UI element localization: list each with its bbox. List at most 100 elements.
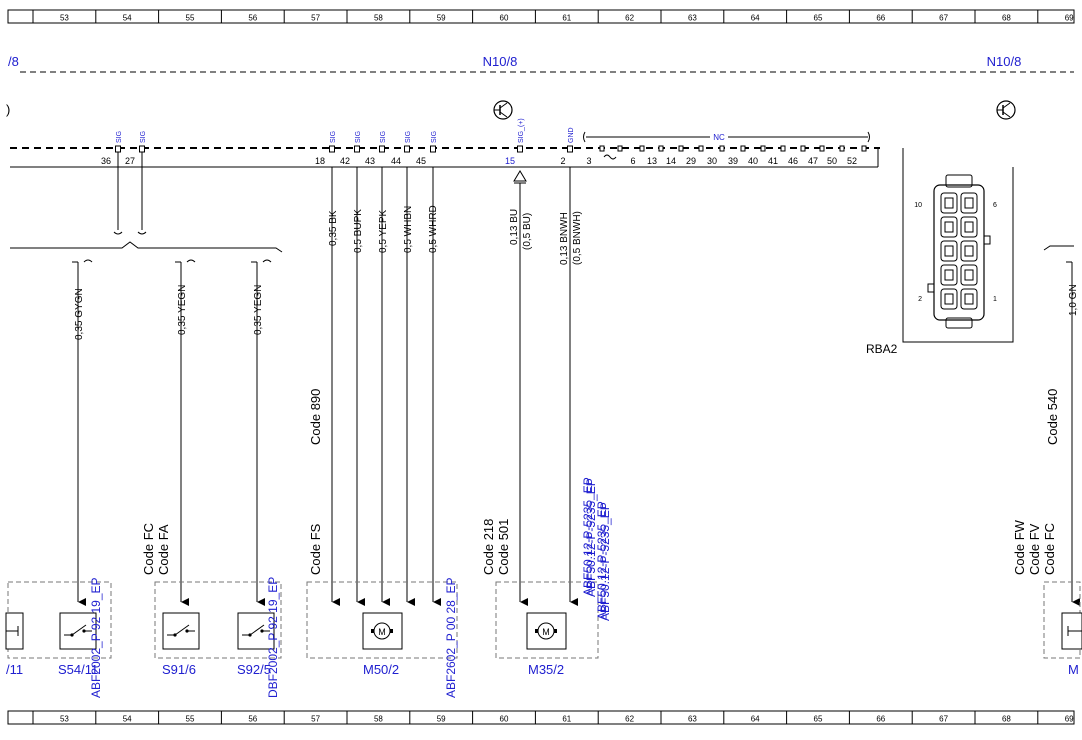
- wire-label: 0,5 YEPK: [378, 209, 389, 253]
- wire-label: 0,35 YEGN: [177, 285, 188, 335]
- rba2-cavity: [940, 264, 958, 286]
- wire-label: (0,5 BNWH): [572, 211, 583, 265]
- reference-link[interactable]: ABF50.12-P-5235_EP: [598, 502, 612, 621]
- svg-text:M: M: [542, 627, 550, 637]
- code-label: Code FS: [308, 523, 323, 575]
- harness-brace-right: [1043, 245, 1074, 251]
- module-label-left: /8: [8, 54, 19, 69]
- pin-tag: [404, 145, 410, 153]
- wire-label: 0,13 BU: [509, 209, 520, 245]
- wire-break-icon: [113, 231, 147, 235]
- ruler-label: 57: [311, 14, 320, 23]
- wire-bundle: [72, 167, 1080, 606]
- pin-signal-label: SIG: [380, 131, 387, 143]
- nc-pin-tag: [800, 145, 806, 152]
- ruler-label: 54: [123, 14, 132, 23]
- ruler-label: 54: [123, 715, 132, 724]
- pin-number: 15: [505, 156, 515, 166]
- nc-pin-tag: [658, 145, 664, 152]
- code-labels: Code 890 Code 540 Code FC Code FA Code F…: [141, 389, 1060, 575]
- rba2-connector: 10 6 2 1 RBA2: [866, 148, 1014, 356]
- rba2-pin-label: 6: [993, 202, 997, 209]
- wire-label: 0,5 BUPK: [353, 209, 364, 253]
- ruler-label: 59: [437, 14, 446, 23]
- reference-link[interactable]: DBF2002_P 92 19_EP: [266, 577, 280, 698]
- code-label: Code 890: [308, 389, 323, 445]
- rba2-cavity-inner: [964, 245, 974, 257]
- wire-break-icon: [175, 259, 196, 263]
- wire-label: (0,5 BU): [522, 213, 533, 250]
- pin-number: 36: [101, 156, 111, 166]
- rba2-cavity-inner: [944, 221, 954, 233]
- pin-number: 52: [847, 156, 857, 166]
- svg-text:M: M: [378, 627, 386, 637]
- nc-pin-tag: [599, 145, 605, 152]
- pin-number: 13: [647, 156, 657, 166]
- code-label: Code FC: [141, 523, 156, 575]
- pin-number: 50: [827, 156, 837, 166]
- component-labels: /11 S54/11 S91/6 S92/5 M50/2 M35/2 M: [6, 662, 1079, 677]
- component-label: S92/5: [237, 662, 271, 677]
- switch-icon: [1061, 612, 1082, 650]
- code-label: Code 218: [481, 519, 496, 575]
- ruler-label: 57: [311, 715, 320, 724]
- ruler-label: 65: [814, 14, 823, 23]
- reference-link[interactable]: ABF2602_P 00 28_EP: [444, 577, 458, 698]
- pin-tag: [115, 145, 121, 153]
- pin-number: 46: [788, 156, 798, 166]
- wire-labels: 0,35 BK 0,5 BUPK 0,5 YEPK 0,5 WHBN 0,5 W…: [74, 205, 1079, 340]
- code-label: Code FW: [1012, 519, 1027, 575]
- nc-pin-tag: [678, 145, 684, 152]
- diode-icon: [513, 170, 527, 184]
- pin-signal-label: SIG: [405, 131, 412, 143]
- pin-signal-label: SIG: [140, 131, 147, 143]
- pin-number: 40: [748, 156, 758, 166]
- nc-pin-tag: [719, 145, 725, 152]
- reference-link[interactable]: ABF50.12-P-5235_EP: [595, 501, 609, 620]
- rba2-cavity-inner: [944, 269, 954, 281]
- rba2-cavity-inner: [944, 197, 954, 209]
- pin-number: 29: [686, 156, 696, 166]
- nc-pin-tag: [760, 145, 766, 152]
- ruler-label: 63: [688, 715, 697, 724]
- pin-number: 41: [768, 156, 778, 166]
- wire-label: 1,0 GN: [1068, 284, 1079, 316]
- wire-label: 0,35 GYGN: [74, 288, 85, 340]
- code-label: Code FV: [1027, 523, 1042, 575]
- ruler-label: 68: [1002, 715, 1011, 724]
- component-box-m35: [495, 581, 599, 659]
- nc-pin-tag: [780, 145, 786, 152]
- reference-link[interactable]: ABF2002_P 92 19_EP: [89, 577, 103, 698]
- ruler-label: 69: [1065, 14, 1074, 23]
- rba2-cavity-inner: [944, 293, 954, 305]
- rba2-label: RBA2: [866, 342, 898, 356]
- motor-icon: M: [526, 612, 567, 650]
- code-label: Code FA: [156, 524, 171, 575]
- component-label: M: [1068, 662, 1079, 677]
- pin-tag: [430, 145, 436, 153]
- rba2-cavity: [940, 288, 958, 310]
- ruler-label: 55: [186, 715, 195, 724]
- ruler-label: 61: [562, 14, 571, 23]
- wire-break-icon: [251, 259, 272, 263]
- harness-brace: [10, 241, 283, 253]
- pin-tag: [329, 145, 335, 153]
- reference-links: ABF2002_P 92 19_EP DBF2002_P 92 19_EP AB…: [89, 477, 612, 698]
- component-box-s91-s92: [154, 581, 282, 659]
- ruler-label: 63: [688, 14, 697, 23]
- component-box-m50: [306, 581, 458, 659]
- ruler-label: 64: [751, 14, 760, 23]
- pin-signal-label: SIG: [355, 131, 362, 143]
- rba2-pin-label: 10: [914, 202, 922, 209]
- code-label: Code FC: [1042, 523, 1057, 575]
- pin-number: 39: [728, 156, 738, 166]
- component-label: S54/11: [58, 662, 98, 677]
- rba2-cavity-inner: [964, 221, 974, 233]
- reference-link[interactable]: ABF50.12-P-5235_EP: [584, 478, 598, 597]
- ruler-label: 62: [625, 715, 634, 724]
- pin-signal-label: SIG: [330, 131, 337, 143]
- transistor-icon: [493, 100, 513, 120]
- reference-link[interactable]: ABF50.12-P-5235_EP: [581, 477, 595, 596]
